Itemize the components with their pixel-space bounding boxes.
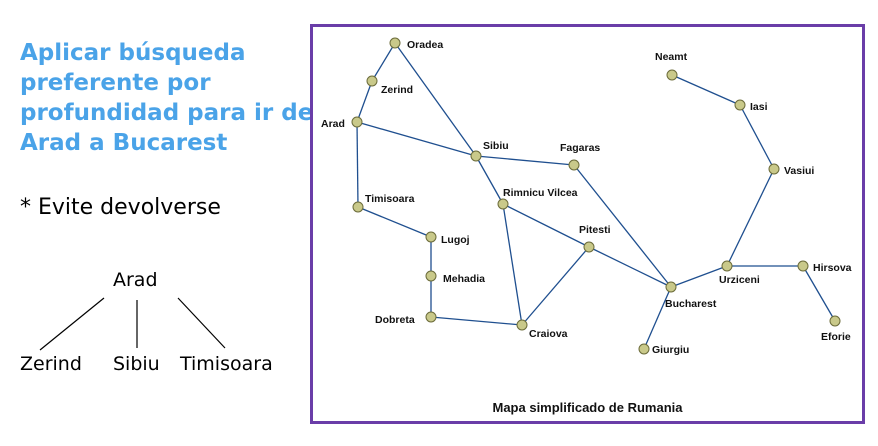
city-label-iasi: Iasi [750,101,768,113]
city-label-neamt: Neamt [655,51,688,63]
city-label-vasiui: Vasiui [784,165,814,177]
city-node-sibiu [470,150,482,162]
city-node-mehadia [425,270,437,282]
city-label-oradea: Oradea [407,39,443,51]
road-zerind-arad [356,80,373,123]
road-bucharest-giurgiu [643,286,672,350]
city-node-lugoj [425,231,437,243]
city-label-eforie: Eforie [821,331,851,343]
road-iasi-neamt [671,74,741,106]
road-sibiu-fagaras [475,155,575,166]
search-tree: Arad Zerind Sibiu Timisoara [0,260,300,390]
note-text: * Evite devolverse [20,195,221,220]
city-node-timisoara [352,201,364,213]
city-node-rimnicu-vilcea [497,198,509,210]
city-label-mehadia: Mehadia [443,273,485,285]
city-label-lugoj: Lugoj [441,234,470,246]
city-label-fagaras: Fagaras [560,142,600,154]
city-node-zerind [366,75,378,87]
city-node-oradea [389,37,401,49]
city-node-arad [351,116,363,128]
road-fagaras-bucharest [573,164,672,288]
city-label-craiova: Craiova [529,328,568,340]
road-pitesti-bucharest [588,246,672,288]
title-line-3: profundidad para ir de [20,100,314,126]
road-rimnicu-vilcea-craiova [502,203,523,326]
city-label-pitesti: Pitesti [579,224,611,236]
tree-node-root: Arad [113,269,158,291]
city-label-bucharest: Bucharest [665,298,717,310]
city-label-sibiu: Sibiu [483,140,509,152]
city-node-iasi [734,99,746,111]
city-node-eforie [829,315,841,327]
city-node-pitesti [583,241,595,253]
tree-edge-timisoara [177,297,226,349]
city-label-timisoara: Timisoara [365,193,415,205]
tree-node-child-1: Zerind [20,353,82,375]
road-bucharest-urziceni [670,265,728,288]
city-node-bucharest [665,281,677,293]
city-label-zerind: Zerind [381,84,413,96]
city-node-dobreta [425,311,437,323]
road-hirsova-eforie [802,265,836,322]
road-timisoara-lugoj [357,206,432,238]
tree-edge-zerind [39,297,105,351]
road-sibiu-rimnicu-vilcea [475,155,504,205]
title-line-4: Arad a Bucarest [20,130,228,156]
city-label-hirsova: Hirsova [813,262,852,274]
road-urziceni-vasiui [726,168,775,267]
city-label-giurgiu: Giurgiu [652,344,689,356]
slide-title: Aplicar búsqueda preferente por profundi… [20,38,314,158]
city-node-urziceni [721,260,733,272]
search-tree-edges [39,297,226,351]
city-node-giurgiu [638,343,650,355]
city-node-fagaras [568,159,580,171]
road-vasiui-iasi [739,104,775,170]
road-arad-timisoara [356,121,359,208]
city-node-hirsova [797,260,809,272]
city-node-craiova [516,319,528,331]
tree-node-child-3: Timisoara [180,353,273,375]
city-label-rimnicu-vilcea: Rimnicu Vilcea [503,187,578,199]
tree-node-child-2: Sibiu [113,353,160,375]
road-arad-sibiu [356,121,477,157]
city-label-arad: Arad [321,118,345,130]
city-label-urziceni: Urziceni [719,274,760,286]
road-oradea-zerind [371,42,396,82]
map-caption: Mapa simplificado de Rumania [492,400,683,415]
title-line-2: preferente por [20,70,211,96]
city-node-neamt [666,69,678,81]
road-craiova-pitesti [521,246,590,326]
roads-layer [356,42,836,350]
city-label-dobreta: Dobreta [375,314,415,326]
road-rimnicu-vilcea-pitesti [502,203,590,248]
city-node-vasiui [768,163,780,175]
title-line-1: Aplicar búsqueda [20,40,246,66]
road-dobreta-craiova [430,316,523,326]
road-oradea-sibiu [394,42,477,157]
